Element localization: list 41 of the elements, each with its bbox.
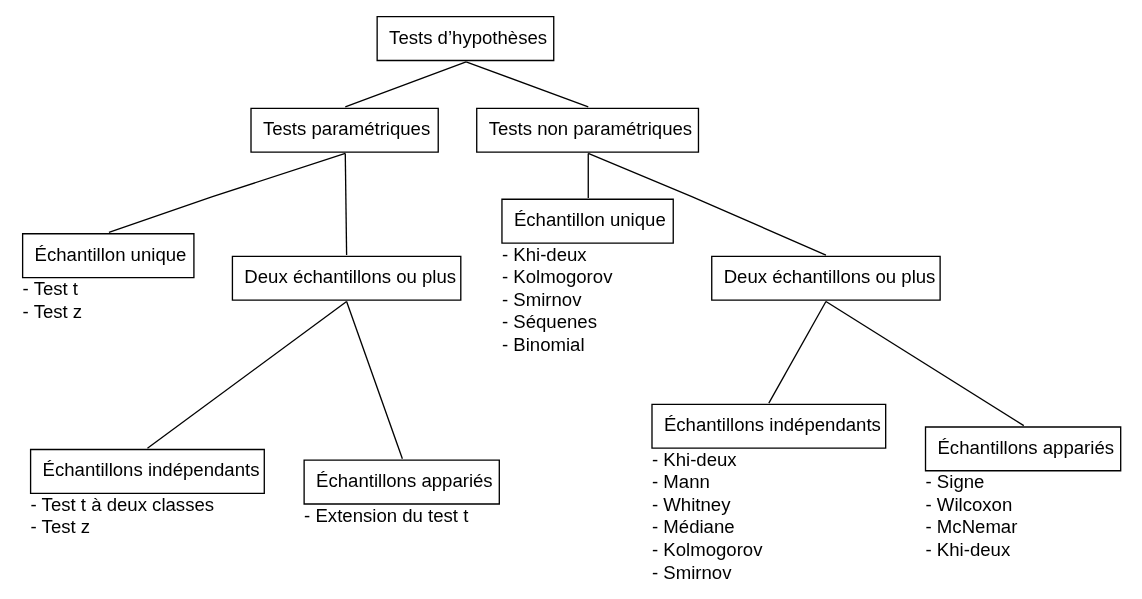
connector bbox=[587, 152, 827, 256]
connector bbox=[768, 300, 827, 404]
node-box: Échantillon unique bbox=[21, 233, 195, 279]
node-label: - Smirnov bbox=[651, 561, 732, 583]
node-label: - Mann bbox=[651, 471, 710, 493]
node-label: - Test z bbox=[30, 516, 91, 538]
connector bbox=[344, 152, 348, 256]
node-box: Échantillons indépendants bbox=[29, 448, 265, 494]
node-label: - Signe bbox=[925, 471, 985, 493]
node-box: Échantillons indépendants bbox=[651, 403, 887, 449]
node-box: Échantillons appariés bbox=[303, 459, 500, 505]
node-box: Échantillons appariés bbox=[924, 426, 1122, 472]
node-label: - Test z bbox=[22, 300, 83, 322]
node-label: - Smirnov bbox=[501, 288, 582, 310]
node-label: - Khi-deux bbox=[651, 448, 737, 470]
node-box: Tests non paramétriques bbox=[476, 107, 700, 153]
node-label: - Test t à deux classes bbox=[30, 493, 215, 515]
node-label: - Binomial bbox=[501, 333, 585, 355]
node-box: Tests d’hypothèses bbox=[376, 16, 555, 62]
node-label: - Khi-deux bbox=[925, 539, 1011, 561]
connector bbox=[108, 152, 346, 234]
node-label: - Médiane bbox=[651, 516, 735, 538]
node-box: Tests paramétriques bbox=[250, 107, 439, 153]
node-label: - McNemar bbox=[925, 516, 1018, 538]
node-label: - Wilcoxon bbox=[925, 493, 1013, 515]
node-label: - Séquenes bbox=[501, 311, 597, 333]
node-label: - Kolmogorov bbox=[651, 539, 763, 561]
connector bbox=[465, 61, 589, 108]
node-label: - Whitney bbox=[651, 493, 731, 515]
node-label: - Kolmogorov bbox=[501, 266, 613, 288]
node-label: - Khi-deux bbox=[501, 243, 587, 265]
node-label: - Extension du test t bbox=[304, 504, 469, 526]
connector bbox=[146, 300, 348, 449]
node-box: Deux échantillons ou plus bbox=[711, 255, 941, 301]
connector bbox=[345, 300, 404, 460]
connector bbox=[825, 300, 1025, 427]
node-box: Deux échantillons ou plus bbox=[231, 255, 462, 301]
node-box: Échantillon unique bbox=[501, 198, 674, 244]
connector bbox=[587, 152, 589, 199]
connector bbox=[344, 61, 467, 108]
node-label: - Test t bbox=[22, 278, 79, 300]
